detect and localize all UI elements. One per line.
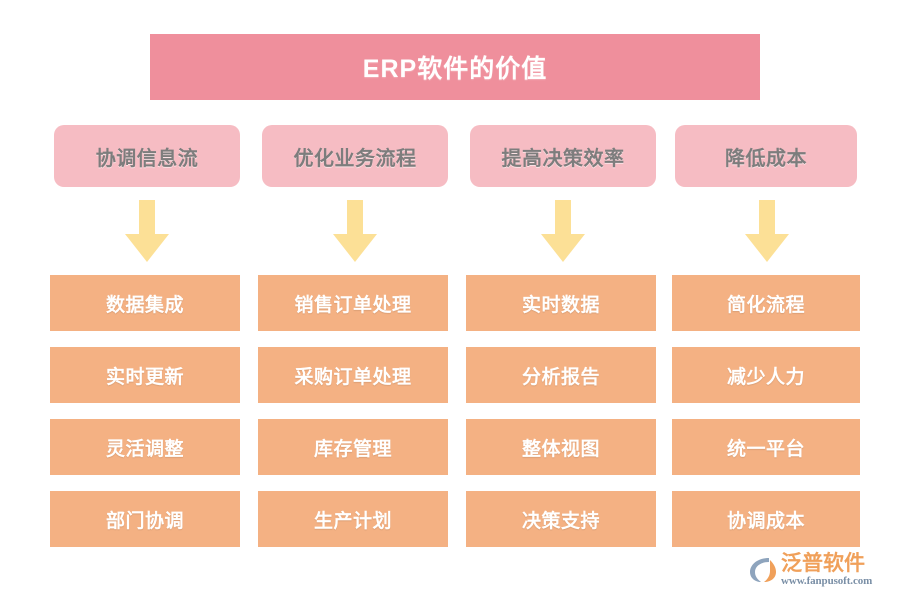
item-label: 采购订单处理	[294, 366, 412, 388]
item-box: 整体视图	[466, 419, 656, 475]
fanpu-logo-icon	[748, 555, 778, 585]
item-label: 灵活调整	[105, 438, 184, 460]
item-label: 分析报告	[521, 366, 600, 388]
item-box: 库存管理	[258, 419, 448, 475]
logo-website-url: www.fanpusoft.com	[781, 575, 873, 587]
item-label: 减少人力	[726, 366, 805, 388]
logo-company-name: 泛普软件	[781, 552, 865, 575]
item-label: 简化流程	[726, 294, 805, 316]
item-label: 数据集成	[105, 294, 184, 316]
item-box: 数据集成	[50, 275, 240, 331]
page-title: ERP软件的价值	[362, 55, 548, 83]
item-label: 实时数据	[521, 294, 600, 316]
column-header-label: 协调信息流	[95, 147, 199, 170]
item-box: 减少人力	[672, 347, 860, 403]
item-box: 简化流程	[672, 275, 860, 331]
item-box: 分析报告	[466, 347, 656, 403]
item-label: 库存管理	[313, 438, 392, 460]
item-box: 实时数据	[466, 275, 656, 331]
item-box: 协调成本	[672, 491, 860, 547]
down-arrow-icon-3	[541, 200, 585, 262]
column-header-4: 降低成本	[675, 125, 857, 187]
item-box: 实时更新	[50, 347, 240, 403]
item-label: 整体视图	[521, 438, 600, 460]
item-label: 部门协调	[105, 510, 184, 532]
item-box: 销售订单处理	[258, 275, 448, 331]
item-box: 部门协调	[50, 491, 240, 547]
item-box: 灵活调整	[50, 419, 240, 475]
item-box: 生产计划	[258, 491, 448, 547]
item-box: 采购订单处理	[258, 347, 448, 403]
item-box: 决策支持	[466, 491, 656, 547]
item-label: 决策支持	[521, 510, 600, 532]
column-header-label: 提高决策效率	[501, 147, 625, 170]
item-label: 销售订单处理	[294, 294, 412, 316]
item-label: 生产计划	[313, 510, 392, 532]
logo-text-block: 泛普软件 www.fanpusoft.com	[781, 553, 872, 587]
diagram-title-banner: ERP软件的价值	[150, 34, 760, 100]
column-header-label: 降低成本	[725, 147, 807, 170]
down-arrow-icon-2	[333, 200, 377, 262]
down-arrow-icon-4	[745, 200, 789, 262]
column-header-2: 优化业务流程	[262, 125, 448, 187]
item-label: 统一平台	[726, 438, 805, 460]
brand-logo: 泛普软件 www.fanpusoft.com	[748, 548, 894, 592]
column-header-1: 协调信息流	[54, 125, 240, 187]
column-header-label: 优化业务流程	[293, 147, 417, 170]
column-header-3: 提高决策效率	[470, 125, 656, 187]
item-label: 协调成本	[726, 510, 805, 532]
down-arrow-icon-1	[125, 200, 169, 262]
item-box: 统一平台	[672, 419, 860, 475]
item-label: 实时更新	[105, 366, 184, 388]
